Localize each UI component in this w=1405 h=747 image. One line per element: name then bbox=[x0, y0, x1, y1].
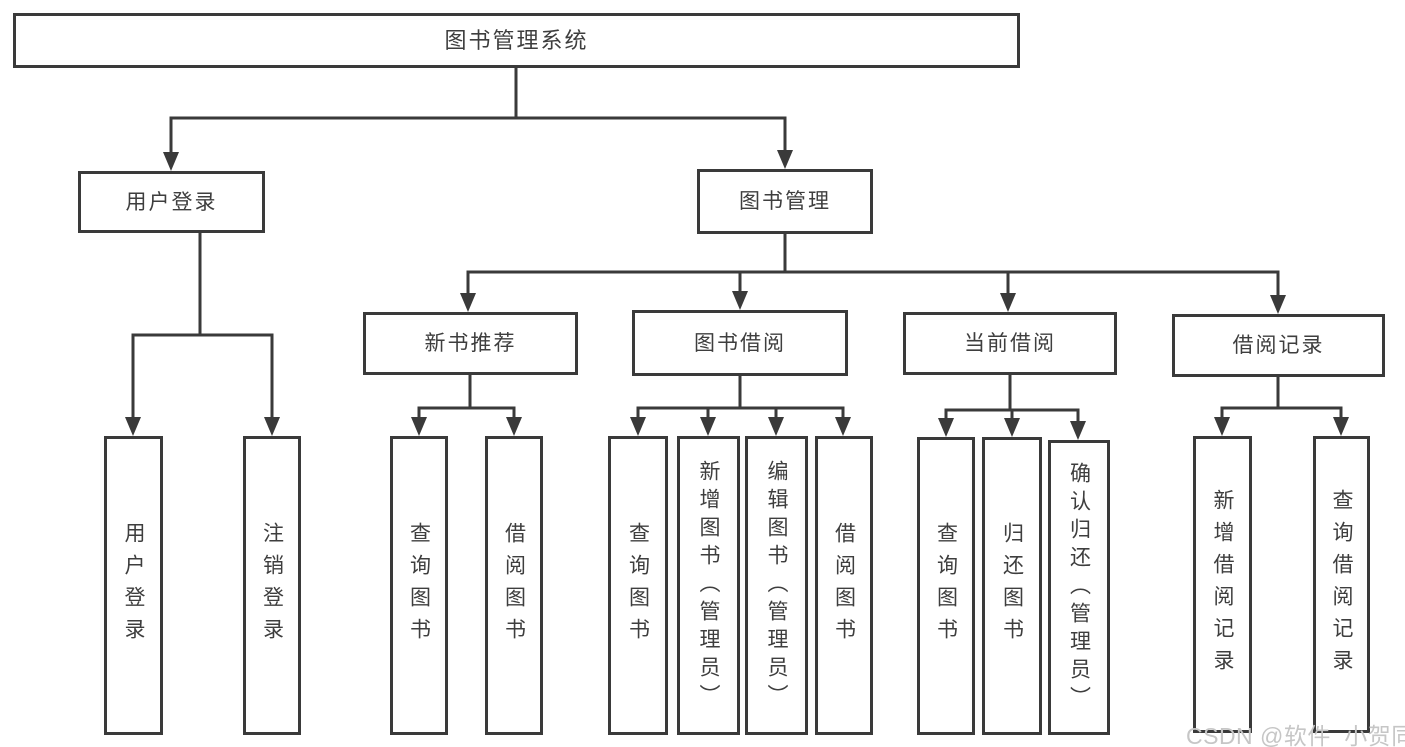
node-label: 查询图书 bbox=[934, 522, 958, 650]
arrowhead-icon bbox=[732, 291, 748, 310]
node-label: 借阅图书 bbox=[502, 521, 526, 650]
arrowhead-icon bbox=[460, 293, 476, 312]
connector-path bbox=[131, 66, 1343, 430]
node-leaf-edit-book: 编辑图书（管理员） bbox=[745, 436, 808, 735]
arrowhead-icon bbox=[1004, 418, 1020, 437]
node-label: 注销登录 bbox=[260, 521, 284, 650]
node-leaf-query-book-1: 查询图书 bbox=[390, 436, 448, 735]
node-leaf-add-book: 新增图书（管理员） bbox=[677, 436, 740, 735]
node-label: 图书管理 bbox=[739, 190, 831, 213]
node-label: 图书借阅 bbox=[694, 331, 786, 355]
arrowhead-icon bbox=[506, 417, 522, 436]
arrowhead-icon bbox=[768, 417, 784, 436]
node-label: 查询图书 bbox=[407, 521, 431, 650]
node-label: 当前借阅 bbox=[964, 332, 1056, 355]
node-leaf-borrow-book-1: 借阅图书 bbox=[485, 436, 543, 735]
node-label: 新增借阅记录 bbox=[1211, 488, 1234, 681]
arrowhead-icon bbox=[125, 417, 141, 436]
node-book-mgmt: 图书管理 bbox=[697, 169, 873, 234]
arrowhead-icon bbox=[163, 152, 179, 171]
node-leaf-query-book-3: 查询图书 bbox=[917, 437, 975, 735]
node-user-login: 用户登录 bbox=[78, 171, 265, 233]
node-label: 新书推荐 bbox=[424, 332, 517, 355]
node-label: 图书管理系统 bbox=[444, 27, 589, 53]
node-root: 图书管理系统 bbox=[13, 13, 1020, 68]
node-label: 确认归还（管理员） bbox=[1067, 461, 1091, 714]
arrowhead-icon bbox=[938, 418, 954, 437]
node-leaf-user-login: 用户登录 bbox=[104, 436, 163, 735]
node-label: 借阅图书 bbox=[832, 521, 856, 650]
node-leaf-query-book-2: 查询图书 bbox=[608, 436, 668, 735]
node-new-book-rec: 新书推荐 bbox=[363, 312, 578, 375]
node-label: 查询图书 bbox=[626, 521, 650, 650]
node-leaf-return-book: 归还图书 bbox=[982, 437, 1042, 735]
watermark-text: CSDN @软件_小贺同学 bbox=[1186, 723, 1405, 747]
arrowhead-icon bbox=[264, 417, 280, 436]
arrowhead-icon bbox=[835, 417, 851, 436]
arrowhead-icon bbox=[777, 150, 793, 169]
node-leaf-add-record: 新增借阅记录 bbox=[1193, 436, 1252, 733]
node-current-borrow: 当前借阅 bbox=[903, 312, 1117, 375]
node-borrow-records: 借阅记录 bbox=[1172, 314, 1385, 377]
node-label: 借阅记录 bbox=[1232, 334, 1325, 357]
node-label: 用户登录 bbox=[122, 521, 145, 650]
node-label: 新增图书（管理员） bbox=[697, 459, 720, 712]
node-book-borrow: 图书借阅 bbox=[632, 310, 848, 376]
arrowhead-icon bbox=[1000, 293, 1016, 312]
arrowhead-icon bbox=[411, 417, 427, 436]
node-leaf-borrow-book-2: 借阅图书 bbox=[815, 436, 873, 735]
arrowhead-icon bbox=[630, 417, 646, 436]
arrowhead-icon bbox=[1270, 295, 1286, 314]
node-leaf-logout: 注销登录 bbox=[243, 436, 301, 735]
node-label: 用户登录 bbox=[125, 190, 218, 214]
arrowhead-icon bbox=[700, 417, 716, 436]
node-label: 归还图书 bbox=[1000, 522, 1024, 650]
arrowhead-icon bbox=[1214, 417, 1230, 436]
arrowhead-icon bbox=[1333, 417, 1349, 436]
node-label: 查询借阅记录 bbox=[1330, 488, 1353, 681]
node-leaf-query-record: 查询借阅记录 bbox=[1313, 436, 1370, 733]
arrowhead-icon bbox=[1070, 421, 1086, 440]
node-label: 编辑图书（管理员） bbox=[765, 459, 788, 712]
node-leaf-confirm-return: 确认归还（管理员） bbox=[1048, 440, 1110, 735]
